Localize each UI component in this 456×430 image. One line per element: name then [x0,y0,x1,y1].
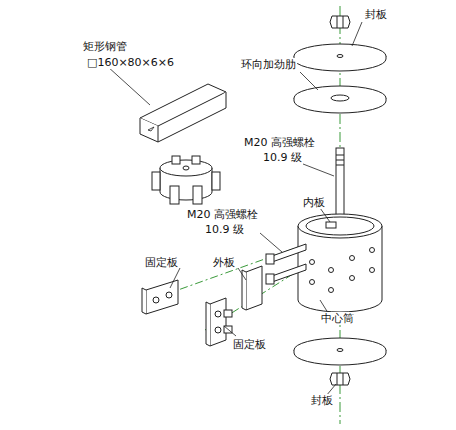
fixing-plate-right [206,298,232,346]
part-name: 环向加劲肋 [240,58,297,71]
part-name: 矩形钢管 [82,40,128,53]
part-name: M20 高强螺栓 [186,208,259,221]
outer-plate [242,266,262,310]
assembled-joint [152,156,220,204]
seal-plate-bottom [294,338,386,365]
part-name: 中心筒 [320,312,355,325]
grade-note: 10.9 级 [262,151,303,164]
rect-steel-tube [140,84,226,142]
part-name: 固定板 [144,256,179,269]
part-name: 封板 [310,394,334,407]
part-name: M20 高强螺栓 [243,136,316,149]
grade-note: 10.9 级 [204,223,245,236]
bottom-nut [330,373,350,385]
part-name: 封板 [364,8,388,21]
part-name: 内板 [302,196,326,209]
leader-lines [107,22,362,396]
top-nut [330,16,350,28]
horizontal-bolts [266,244,306,284]
part-name: 固定板 [232,338,267,351]
seal-plate [294,44,386,71]
dimension: □160×80×6×6 [86,56,175,69]
stiffener-ring [294,86,386,113]
fixing-plate-left [142,280,178,314]
part-name: 外板 [212,256,236,269]
center-tube [298,214,382,312]
